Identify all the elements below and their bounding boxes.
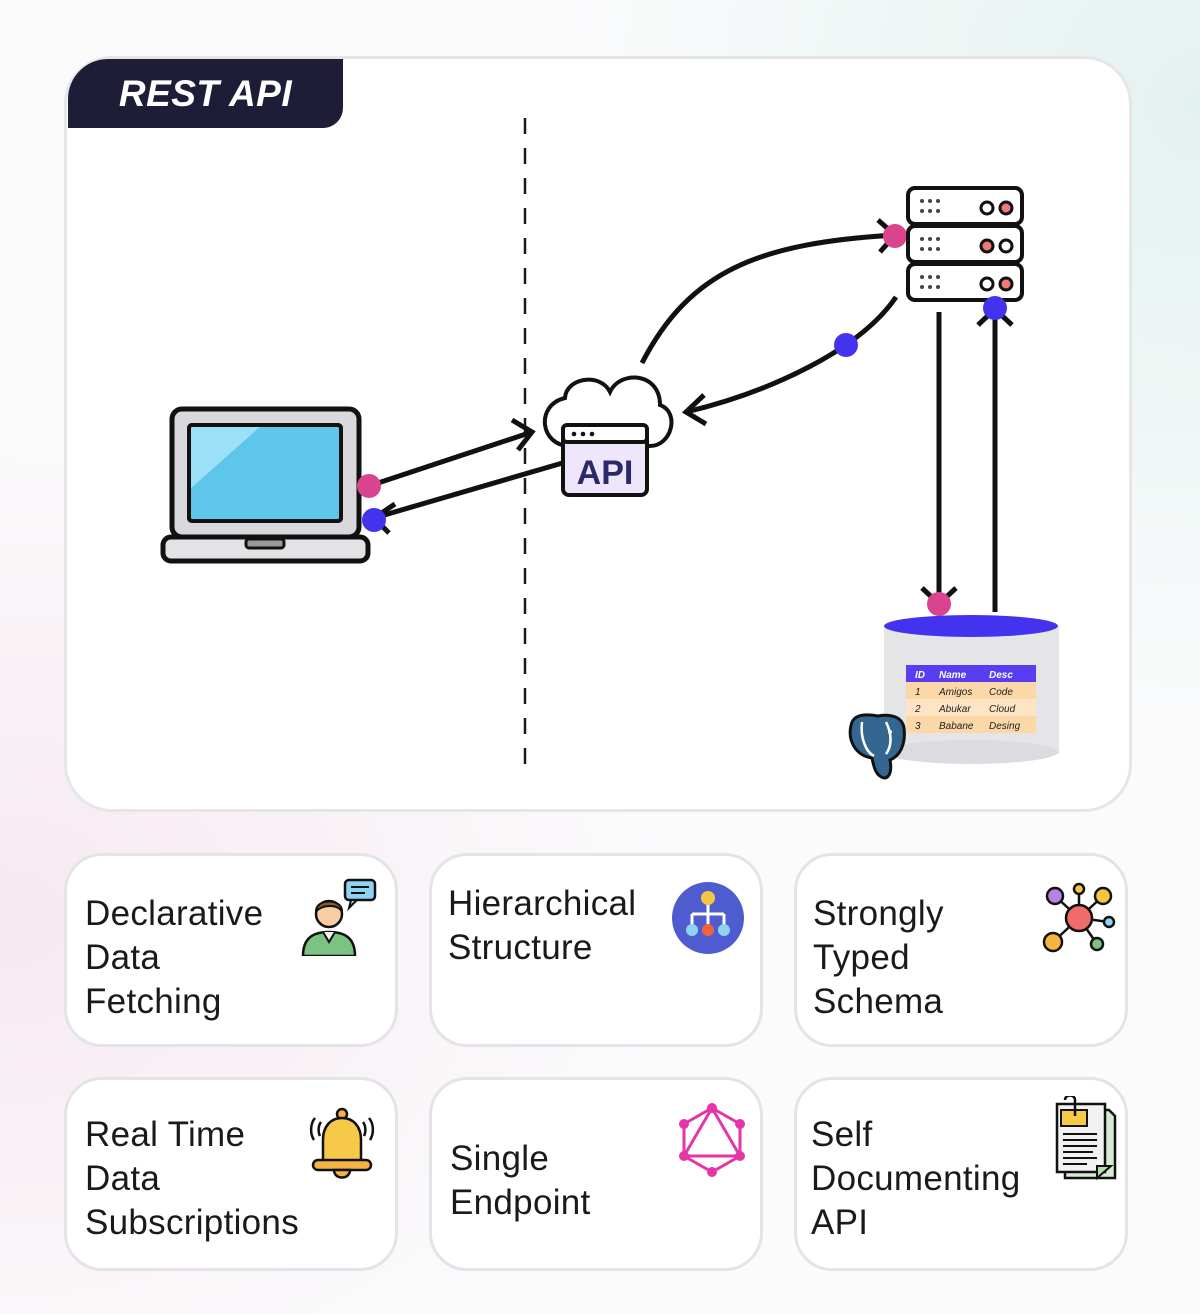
table-header-cell: Desc bbox=[989, 670, 1013, 681]
request-dot bbox=[927, 592, 951, 616]
table-cell: Babane bbox=[939, 721, 974, 732]
feature-label: Real Time Data Subscriptions bbox=[85, 1115, 300, 1242]
feature-card-realtime: Real Time Data Subscriptions bbox=[64, 1077, 398, 1271]
feature-card-docs: Self Documenting API bbox=[794, 1077, 1128, 1271]
api-cloud-icon: API bbox=[542, 375, 674, 497]
response-arrow-server-api bbox=[685, 295, 899, 415]
request-dot bbox=[883, 224, 907, 248]
user-chat-icon bbox=[301, 878, 377, 956]
table-cell: Code bbox=[989, 687, 1013, 698]
table-cell: 2 bbox=[914, 704, 921, 715]
schema-nodes-icon bbox=[1042, 882, 1116, 953]
page-title: REST API bbox=[68, 59, 343, 128]
feature-label: Declarative Data Fetching bbox=[85, 894, 264, 1021]
table-cell: Desing bbox=[989, 721, 1021, 732]
feature-label: Self Documenting API bbox=[811, 1115, 1021, 1242]
feature-label: Single Endpoint bbox=[450, 1139, 591, 1222]
hierarchy-icon bbox=[672, 882, 744, 954]
db-table: ID Name Desc 1 Amigos Code 2 Abukar Clou… bbox=[914, 670, 1021, 732]
laptop-icon bbox=[160, 406, 371, 564]
postgres-elephant-icon bbox=[848, 713, 906, 780]
request-arrow-api-server bbox=[639, 232, 896, 365]
feature-card-endpoint: Single Endpoint bbox=[429, 1077, 763, 1271]
table-cell: Amigos bbox=[938, 687, 972, 698]
response-arrow-api-laptop bbox=[373, 459, 567, 521]
table-header-cell: ID bbox=[915, 670, 925, 681]
bell-icon bbox=[309, 1107, 375, 1179]
request-dot bbox=[357, 474, 381, 498]
response-dot bbox=[362, 508, 386, 532]
table-cell: Cloud bbox=[989, 704, 1016, 715]
graphql-icon bbox=[679, 1103, 745, 1177]
api-label: API bbox=[577, 454, 634, 492]
feature-card-declarative: Declarative Data Fetching bbox=[64, 853, 398, 1047]
table-cell: 3 bbox=[915, 721, 921, 732]
feature-label: Hierarchical Structure bbox=[448, 884, 637, 967]
feature-card-hierarchical: Hierarchical Structure bbox=[429, 853, 763, 1047]
feature-label: Strongly Typed Schema bbox=[813, 894, 944, 1021]
response-dot bbox=[983, 296, 1007, 320]
request-arrow-laptop-api bbox=[368, 429, 533, 489]
database-icon: ID Name Desc 1 Amigos Code 2 Abukar Clou… bbox=[884, 615, 1059, 764]
server-icon bbox=[906, 186, 1024, 302]
documents-icon bbox=[1055, 1096, 1117, 1180]
table-cell: 1 bbox=[915, 687, 921, 698]
table-cell: Abukar bbox=[938, 704, 971, 715]
feature-card-schema: Strongly Typed Schema bbox=[794, 853, 1128, 1047]
response-dot bbox=[834, 333, 858, 357]
table-header-cell: Name bbox=[939, 670, 967, 681]
